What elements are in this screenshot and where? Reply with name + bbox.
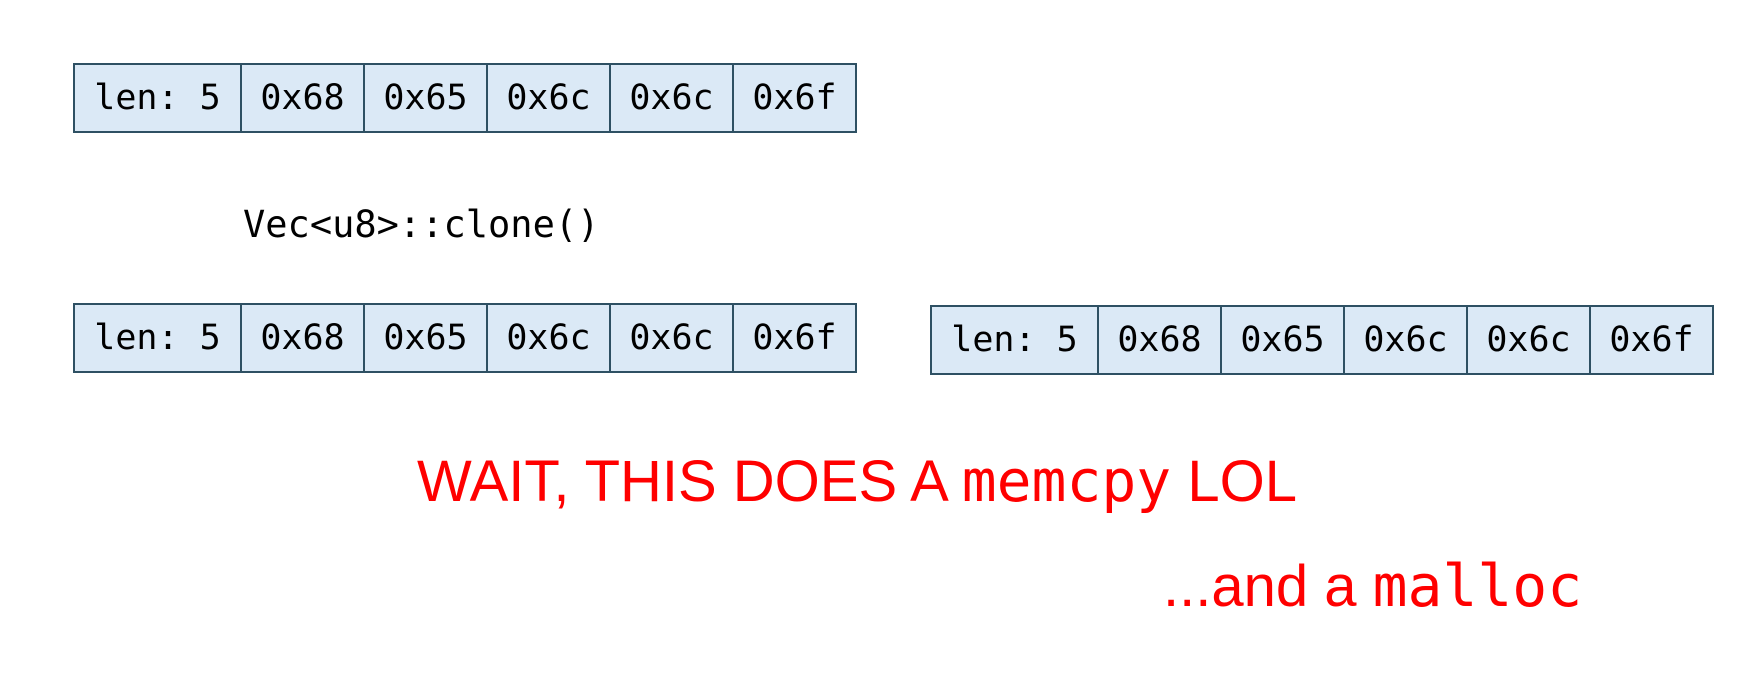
vec-cell-len: len: 5 xyxy=(94,78,221,118)
vec-cell-byte: 0x6c xyxy=(609,65,732,131)
vec-cell-byte: 0x68 xyxy=(240,65,363,131)
vec-cell-byte: 0x6c xyxy=(486,65,609,131)
vec-cell-byte: 0x65 xyxy=(1220,307,1343,373)
vec-cell-byte: 0x6c xyxy=(609,305,732,371)
vec-cell-byte: 0x6c xyxy=(486,305,609,371)
annotation-malloc: ...and a malloc xyxy=(1163,552,1582,620)
vec-cell-byte: 0x6f xyxy=(1589,307,1712,373)
vec-row-clone-source: len: 5 0x68 0x65 0x6c 0x6c 0x6f xyxy=(73,303,857,373)
annotation-memcpy: WAIT, THIS DOES A memcpy LOL xyxy=(417,447,1297,515)
vec-cell-byte: 0x6c xyxy=(1466,307,1589,373)
vec-row-clone-result: len: 5 0x68 0x65 0x6c 0x6c 0x6f xyxy=(930,305,1714,375)
vec-cell-byte: 0x65 xyxy=(363,65,486,131)
vec-cell-byte: 0x65 xyxy=(363,305,486,371)
vec-cell-byte: 0x68 xyxy=(1097,307,1220,373)
vec-cell-byte: 0x68 xyxy=(240,305,363,371)
vec-cell-byte: 0x6f xyxy=(732,305,855,371)
vec-cell-byte: 0x6f xyxy=(732,65,855,131)
annotation-memcpy-prefix: WAIT, THIS DOES A xyxy=(417,449,962,514)
vec-row-original: len: 5 0x68 0x65 0x6c 0x6c 0x6f xyxy=(73,63,857,133)
annotation-memcpy-suffix: LOL xyxy=(1171,449,1297,514)
annotation-memcpy-code: memcpy xyxy=(961,447,1172,515)
annotation-malloc-prefix: ...and a xyxy=(1163,554,1373,619)
clone-call-label: Vec<u8>::clone() xyxy=(243,203,600,246)
vec-cell-byte: 0x6c xyxy=(1343,307,1466,373)
vec-cell-len: len: 5 xyxy=(94,318,221,358)
annotation-malloc-code: malloc xyxy=(1372,552,1583,620)
vec-cell-len: len: 5 xyxy=(951,320,1078,360)
